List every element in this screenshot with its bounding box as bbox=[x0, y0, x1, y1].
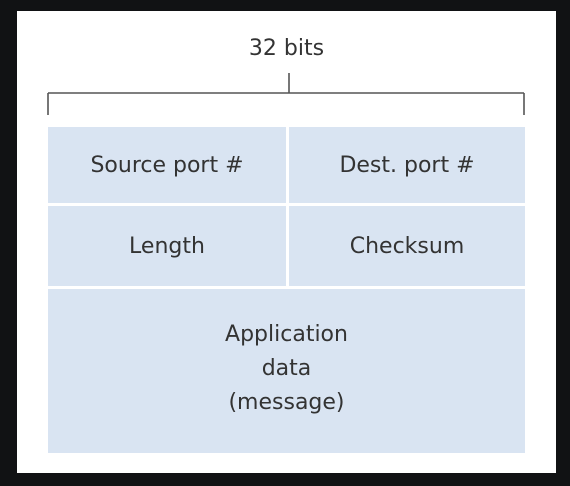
checksum-label: Checksum bbox=[349, 233, 465, 259]
application-data-field: Application data (message) bbox=[48, 289, 525, 453]
dest-port-field: Dest. port # bbox=[289, 127, 525, 203]
length-field: Length bbox=[48, 206, 286, 286]
payload-line-1: Application bbox=[225, 322, 348, 347]
dest-port-label: Dest. port # bbox=[339, 152, 475, 178]
udp-segment-diagram: 32 bits Source port # Dest. port # Lengt… bbox=[17, 11, 556, 473]
payload-line-3: (message) bbox=[228, 390, 345, 415]
source-port-label: Source port # bbox=[90, 152, 244, 178]
payload-line-2: data bbox=[261, 356, 312, 381]
checksum-field: Checksum bbox=[289, 206, 525, 286]
width-label: 32 bits bbox=[248, 36, 325, 61]
source-port-field: Source port # bbox=[48, 127, 286, 203]
length-label: Length bbox=[129, 233, 205, 259]
width-bracket bbox=[47, 73, 525, 115]
